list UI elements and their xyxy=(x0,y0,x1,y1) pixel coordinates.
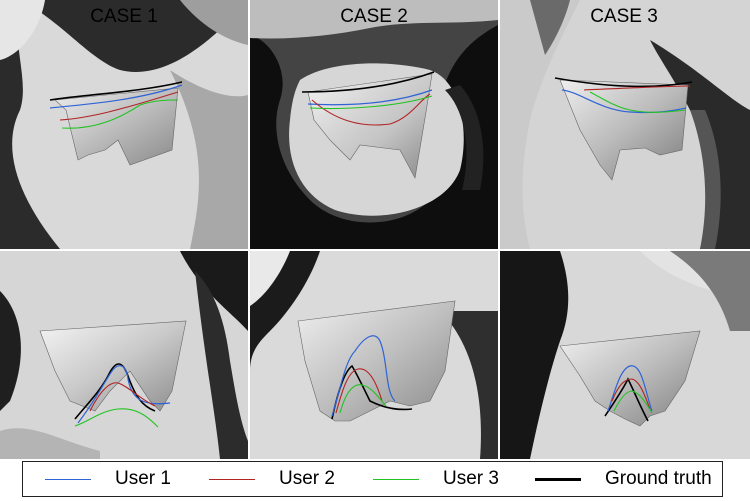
legend-line-ground-truth xyxy=(535,477,581,481)
case3-top-render xyxy=(500,0,750,249)
case3-bottom-panel xyxy=(500,251,750,459)
legend-item-ground-truth: Ground truth xyxy=(535,462,712,496)
case3-top-panel xyxy=(500,0,750,249)
legend-label-user3: User 3 xyxy=(443,468,499,489)
case1-bottom-render xyxy=(0,251,248,459)
case-title-3: CASE 3 xyxy=(590,6,658,27)
legend-label-user1: User 1 xyxy=(115,468,171,489)
legend-line-user1 xyxy=(45,478,91,480)
case2-top-panel xyxy=(250,0,498,249)
case-title-2: CASE 2 xyxy=(340,6,408,27)
case2-bottom-render xyxy=(250,251,498,459)
case-title-1: CASE 1 xyxy=(90,6,158,27)
legend-item-user1: User 1 xyxy=(45,462,171,496)
case1-bottom-panel xyxy=(0,251,248,459)
legend-line-user3 xyxy=(373,478,419,480)
legend-item-user3: User 3 xyxy=(373,462,499,496)
case2-bottom-panel xyxy=(250,251,498,459)
case1-top-panel xyxy=(0,0,248,249)
legend-line-user2 xyxy=(209,478,255,480)
legend-label-ground-truth: Ground truth xyxy=(605,468,712,489)
case2-top-render xyxy=(250,0,498,249)
legend-item-user2: User 2 xyxy=(209,462,335,496)
legend: User 1 User 2 User 3 Ground truth xyxy=(22,461,723,497)
case1-top-render xyxy=(0,0,248,249)
legend-label-user2: User 2 xyxy=(279,468,335,489)
case3-bottom-render xyxy=(500,251,750,459)
